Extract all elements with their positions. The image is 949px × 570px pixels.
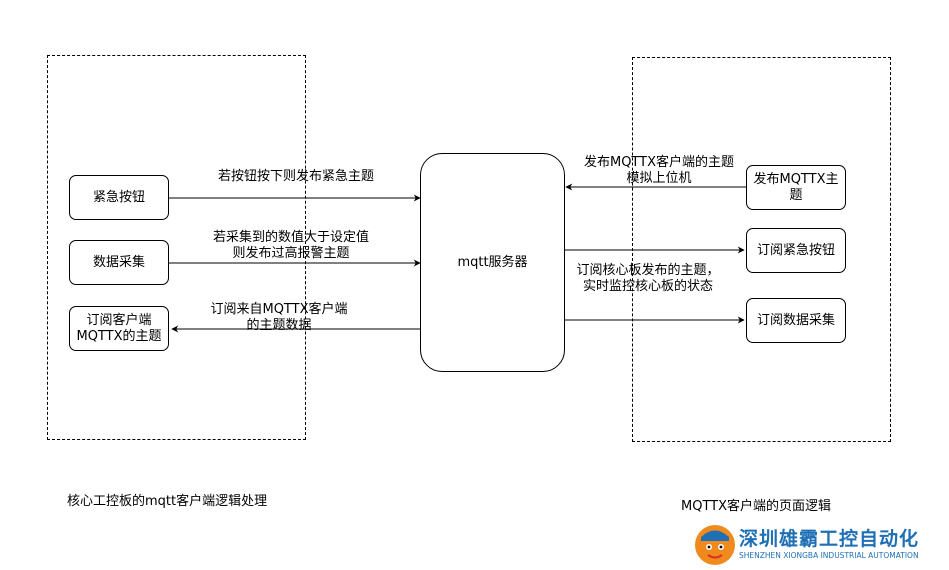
node-subscribe-emergency-label: 订阅紧急按钮	[756, 242, 835, 258]
edge-label-e1: 若按钮按下则发布紧急主题	[191, 169, 401, 185]
node-mqtt-server-label: mqtt服务器	[457, 254, 528, 270]
company-logo: 深圳雄霸工控自动化 SHENZHEN XIONGBA INDUSTRIAL AU…	[693, 520, 943, 570]
node-subscribe-data: 订阅数据采集	[746, 298, 846, 343]
node-publish-mqttx-line2: 题	[789, 187, 803, 203]
node-subscribe-client: 订阅客户端 MQTTX的主题	[69, 306, 169, 351]
edge-label-e5-line1: 订阅核心板发布的主题，	[576, 263, 720, 278]
edge-label-e4-line1: 发布MQTTX客户端的主题	[583, 155, 734, 170]
node-data-collection-label: 数据采集	[92, 254, 145, 270]
node-mqtt-server: mqtt服务器	[420, 153, 565, 372]
edge-label-e5-line2: 实时监控核心板的状态	[582, 279, 713, 294]
node-subscribe-client-line1: 订阅客户端	[86, 312, 152, 328]
logo-title: 深圳雄霸工控自动化	[739, 528, 920, 550]
right-group-caption: MQTTX客户端的页面逻辑	[681, 499, 832, 514]
logo-subtitle: SHENZHEN XIONGBA INDUSTRIAL AUTOMATION	[739, 551, 919, 560]
node-subscribe-emergency: 订阅紧急按钮	[746, 228, 846, 273]
node-publish-mqttx: 发布MQTTX主 题	[746, 165, 846, 210]
edge-label-e4-line2: 模拟上位机	[626, 171, 692, 186]
edge-label-e3-line1: 订阅来自MQTTX客户端	[210, 302, 348, 317]
node-emergency-button-label: 紧急按钮	[92, 189, 145, 205]
edge-label-e3-line2: 的主题数据	[246, 318, 312, 333]
node-subscribe-data-label: 订阅数据采集	[756, 312, 835, 328]
node-emergency-button: 紧急按钮	[69, 175, 169, 220]
edge-label-e3: 订阅来自MQTTX客户端 的主题数据	[174, 302, 384, 334]
edge-label-e5: 订阅核心板发布的主题， 实时监控核心板的状态	[548, 263, 748, 295]
left-group-caption: 核心工控板的mqtt客户端逻辑处理	[67, 494, 268, 509]
edge-label-e2-line1: 若采集到的数值大于设定值	[212, 230, 369, 245]
node-publish-mqttx-line1: 发布MQTTX主	[753, 171, 839, 187]
mascot-icon	[695, 525, 735, 565]
edge-label-e4: 发布MQTTX客户端的主题 模拟上位机	[559, 155, 759, 187]
left-group-container	[47, 55, 306, 440]
node-subscribe-client-line2: MQTTX的主题	[76, 328, 162, 344]
edge-label-e2: 若采集到的数值大于设定值 则发布过高报警主题	[186, 230, 396, 262]
edge-label-e2-line2: 则发布过高报警主题	[232, 246, 350, 261]
edge-label-e1-text: 若按钮按下则发布紧急主题	[217, 169, 374, 184]
node-data-collection: 数据采集	[69, 240, 169, 285]
